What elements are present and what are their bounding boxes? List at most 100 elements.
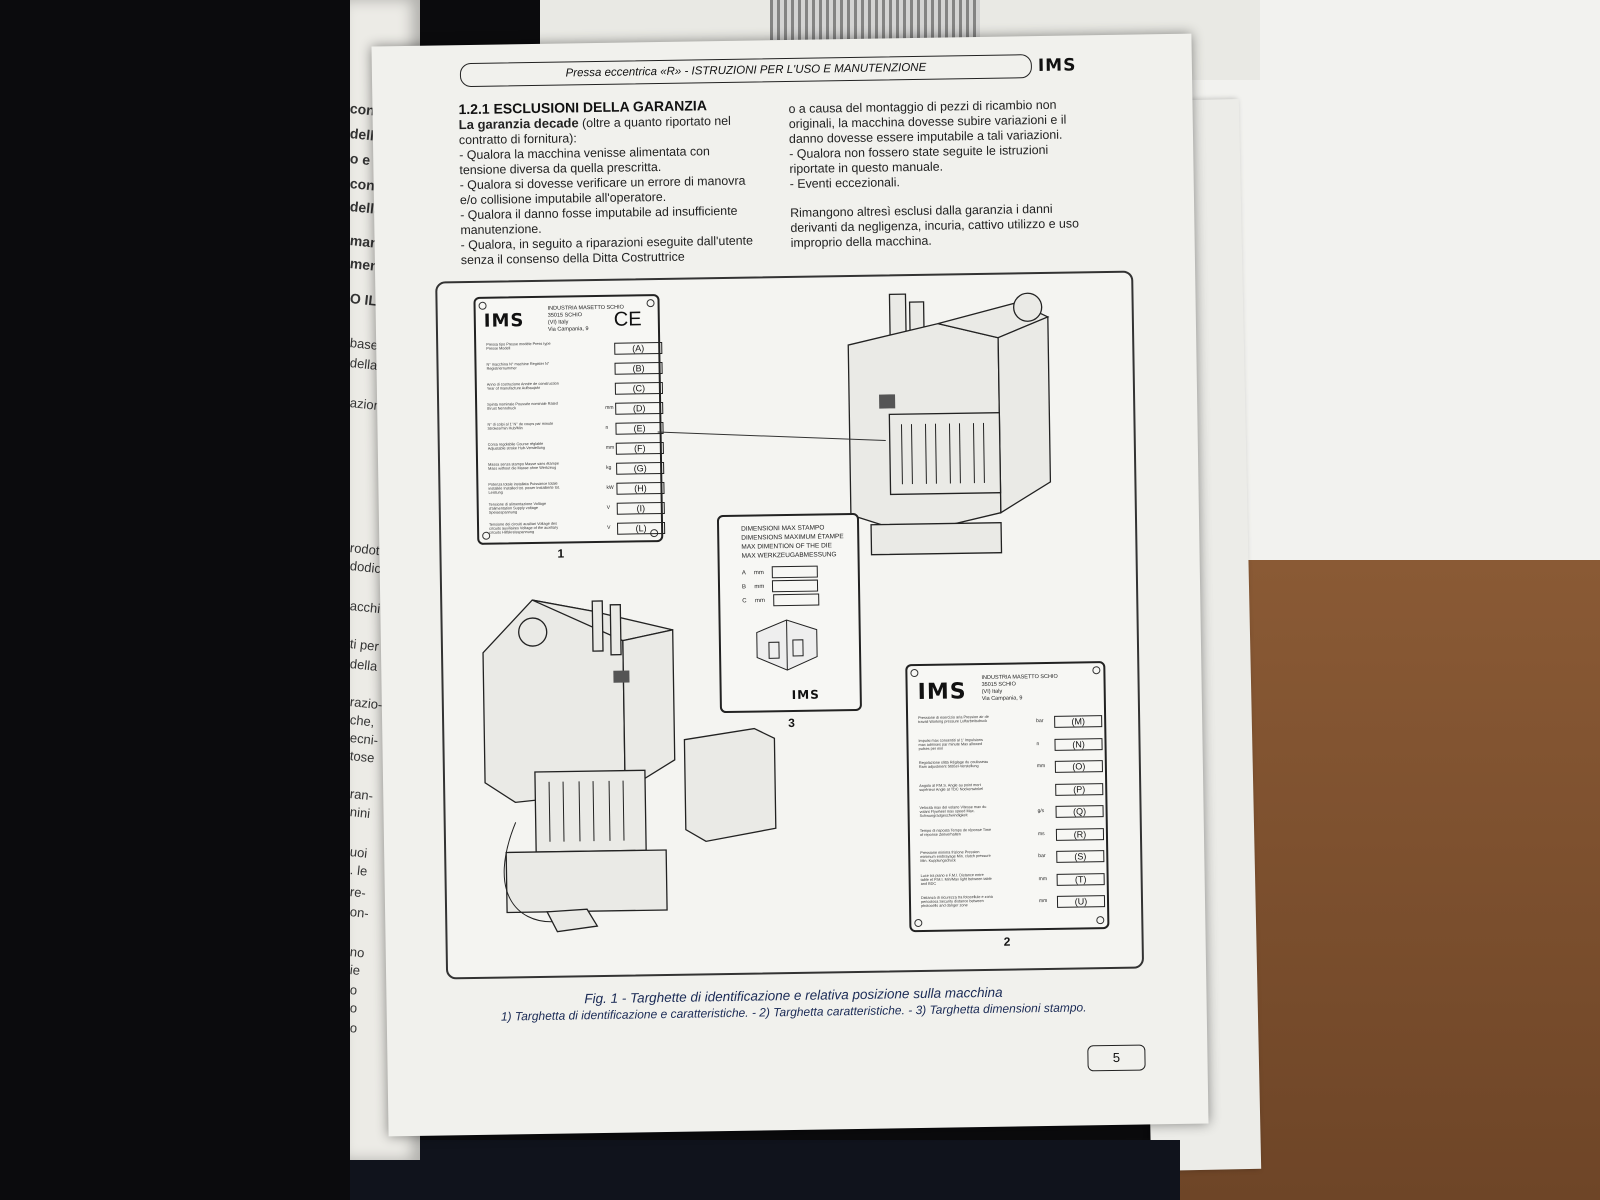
plate-row-label: Spinta nominale Poussée nominale Rated t… (487, 401, 558, 411)
list-item: - Qualora non fossero state seguite le i… (789, 142, 1049, 176)
machine-base (505, 849, 668, 914)
guard-panel (888, 412, 1002, 496)
company-street: Via Campania, 9 (981, 695, 1023, 703)
plate-row-code: (L) (617, 521, 666, 535)
list-item: o a causa del montaggio di pezzi di rica… (788, 97, 1067, 146)
motor-icon (1013, 292, 1043, 322)
page-number: 5 (1087, 1044, 1146, 1072)
plate-row: Regolazione slitta Réglage du coulisseau… (918, 758, 1103, 777)
row-letter: A (741, 570, 746, 577)
left-page-text-fragment: della (350, 656, 379, 674)
plate-row-code: (A) (614, 341, 663, 355)
plate-row: N° di colpi al 1' N° de coups par minute… (487, 420, 664, 439)
building-photo-fragment (770, 0, 980, 40)
left-page-text-fragment: o (350, 1020, 358, 1036)
left-page-text-fragment: o (350, 982, 358, 998)
plate-row-label: Luce tra piano e F.M.I. Distance entre t… (920, 872, 992, 886)
company-name: INDUSTRIA MASETTO SCHIO (547, 304, 624, 312)
plate-row-label: Anno di costruzione Année de constructio… (486, 381, 559, 391)
lead-bold: La garanzia decade (458, 115, 579, 133)
plate-location-marker (613, 670, 630, 683)
plate-row-label: Regolazione slitta Réglage du coulisseau… (918, 759, 989, 769)
plate-row: Velocità max del volano Vitesse max du v… (919, 803, 1104, 822)
guard-panel (534, 769, 647, 853)
page-header: Pressa eccentrica «R» - ISTRUZIONI PER L… (459, 54, 1033, 88)
text-column-right: o a causa del montaggio di pezzi di rica… (788, 97, 1090, 251)
plate-row-label: Corsa regolabile Course réglable Adjusta… (487, 441, 546, 451)
die-dimension-plate-3: DIMENSIONI MAX STAMPO DIMENSIONS MAXIMUM… (716, 512, 862, 714)
plate-company-info: INDUSTRIA MASETTO SCHIO 35015 SCHIO (VI)… (981, 674, 1058, 703)
left-page-text-fragment: ecni- (350, 730, 379, 748)
plate-row-unit: n (605, 424, 609, 431)
plate-row-label: Impulsi max consentiti al 1' Impulsions … (918, 737, 983, 751)
identification-plate-1: IMS INDUSTRIA MASETTO SCHIO 35015 SCHIO … (473, 294, 666, 545)
plate-location-marker (879, 394, 896, 409)
plate-row-label: Velocità max del volano Vitesse max du v… (919, 804, 987, 818)
plate-row: Impulsi max consentiti al 1' Impulsions … (918, 736, 1103, 755)
plate-row-code: (N) (1054, 737, 1103, 751)
plate-row: Potenza totale installata Puissance tota… (488, 480, 665, 499)
closing-paragraph: Rimangono altresì esclusi dalla garanzia… (790, 201, 1080, 250)
left-page-text-fragment: che, (350, 712, 376, 730)
manual-page: Pressa eccentrica «R» - ISTRUZIONI PER L… (371, 33, 1209, 1137)
plate1-rows: Pressa tipo Presse modèle Press type Pre… (475, 296, 666, 535)
plate-row-code: (Q) (1055, 805, 1104, 818)
ims-logo: IMS (1038, 55, 1077, 76)
plate-row-code: (B) (614, 361, 663, 375)
plate-row-unit: mm (1038, 897, 1048, 905)
plate-row-code: (P) (1055, 782, 1104, 796)
value-box (771, 565, 818, 579)
plate-row-label: Angolo al P.M.S. Angle au point mort sup… (919, 782, 984, 792)
plate-row: Angolo al P.M.S. Angle au point mort sup… (919, 781, 1104, 800)
left-page-text-fragment: re- (350, 884, 367, 901)
plate-row-code: (G) (616, 461, 665, 475)
left-page-text-fragment: o (350, 1000, 358, 1016)
ims-logo-text: IMS (1037, 55, 1077, 77)
lead-paragraph: La garanzia decade (oltre a quanto ripor… (459, 112, 759, 148)
plate-number-2: 2 (1003, 934, 1011, 949)
plate-row-unit: kW (606, 484, 614, 491)
press-machine-drawing-right (847, 292, 1052, 556)
list-item: - Qualora, in seguito a riparazioni eseg… (460, 233, 754, 268)
plate-row-label: Pressione minima frizione Pression minim… (920, 850, 991, 863)
left-page-text-fragment: nini (350, 804, 371, 822)
plate-row-label: Tempo di risposta Temps de réponse Time … (919, 827, 992, 837)
company-street: Via Campania, 9 (547, 326, 589, 333)
machine-column (591, 600, 604, 652)
screw-icon (646, 299, 655, 308)
screw-icon (1096, 916, 1105, 925)
plate-row-unit: mm (1036, 763, 1046, 770)
plate-row: Pressione di esercizio aria Pression air… (918, 713, 1103, 732)
ims-logo-text: IMS (483, 310, 525, 332)
screw-icon (910, 668, 919, 678)
plate-row-unit: bar (1036, 718, 1044, 725)
text-column-left: La garanzia decade (oltre a quanto ripor… (459, 112, 761, 268)
plate-row-unit: kg (606, 464, 612, 471)
plate-row: Tempo di risposta Temps de réponse Time … (919, 826, 1105, 845)
plate-row-label: Massa senza stampo Masse sans étampe Mas… (488, 461, 560, 471)
screw-icon (914, 918, 923, 928)
left-page-text-fragment: O IL (350, 290, 378, 309)
plate-row-code: (D) (615, 401, 664, 415)
plate-row-label: N° macchina N° machine Register N° Regis… (486, 361, 550, 371)
figure-frame: IMS INDUSTRIA MASETTO SCHIO 35015 SCHIO … (435, 270, 1145, 980)
plate-row-code: (M) (1054, 715, 1103, 728)
plate-row-code: (S) (1056, 850, 1105, 863)
list-item: - Qualora la macchina venisse alimentata… (459, 144, 710, 178)
plate-row-label: Tensione di alimentazione Voltage d'alim… (488, 501, 547, 515)
plate-row-code: (U) (1056, 895, 1106, 908)
plate-row-unit: mm (1038, 875, 1048, 882)
machine-base (870, 522, 1003, 556)
plate-row-unit: g/s (1037, 808, 1045, 815)
plate3-row-a: A mm (741, 565, 818, 579)
plate3-title-line: MAX WERKZEUGABMESSUNG (741, 551, 837, 560)
characteristics-plate-2: IMS INDUSTRIA MASETTO SCHIO 35015 SCHIO … (905, 661, 1110, 933)
plate-row: Luce tra piano e F.M.I. Distance entre t… (920, 871, 1105, 890)
plate-row-code: (C) (614, 381, 663, 395)
machine-column (609, 604, 622, 656)
left-page-text-fragment: tose (350, 748, 376, 766)
plate-row-label: Pressione di esercizio aria Pression air… (918, 714, 989, 725)
die-drawing-icon (756, 619, 818, 671)
left-page-text-fragment: razio- (350, 694, 384, 713)
left-page-text-fragment: ie (350, 962, 361, 979)
